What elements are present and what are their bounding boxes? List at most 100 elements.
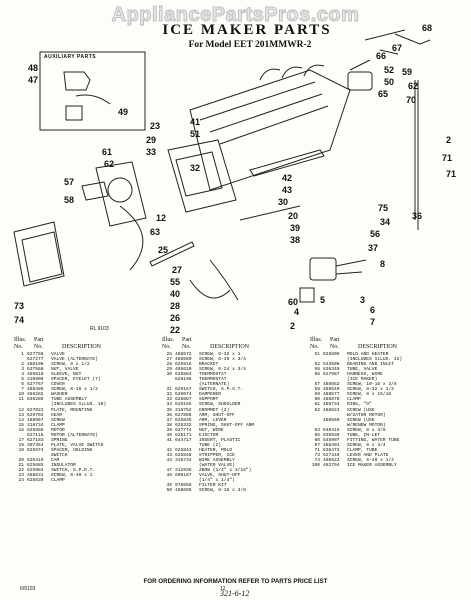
part-number: 627086 <box>175 412 192 418</box>
part-number: 312935 <box>175 468 192 474</box>
part-number: 488486 <box>27 387 44 393</box>
part-description: SCREW, 6-24 x 3/4 <box>199 367 246 373</box>
illus-number: 30 <box>166 372 172 378</box>
part-number: 488577 <box>323 392 340 398</box>
part-number: 627277 <box>27 357 44 363</box>
callout-number: 3 <box>360 295 366 305</box>
part-number: 627183 <box>27 437 44 443</box>
illus-number: 17 <box>18 437 24 443</box>
callout-number: 50 <box>384 77 395 87</box>
callout-number: 6 <box>370 305 376 315</box>
callout-number: 32 <box>190 163 201 173</box>
part-number: 627022 <box>27 407 44 413</box>
illus-number: 14 <box>18 417 24 423</box>
part-number: 836939 <box>323 432 340 438</box>
part-number: 625843 <box>175 447 192 453</box>
callout-number: 70 <box>406 95 417 105</box>
illus-number: 24 <box>18 478 24 484</box>
part-description: PLATE, MOUNTING <box>51 407 93 413</box>
part-number: 629157 <box>175 387 192 393</box>
illus-number: 36 <box>166 412 172 418</box>
part-description: WIRE ASSEMBLY <box>199 457 235 463</box>
document-code: 6/9103 <box>20 586 36 592</box>
callout-number: 51 <box>190 129 201 139</box>
illus-number: 42 <box>166 447 172 453</box>
part-description: THERMOSTAT <box>199 377 227 383</box>
part-description: SCREW (USE <box>347 407 375 413</box>
callout-number: 73 <box>14 301 25 311</box>
illus-number: 32 <box>166 392 172 398</box>
illus-number: 35 <box>166 407 172 413</box>
callout-number: 74 <box>14 315 25 325</box>
part-description: HARNESS, WIRE <box>347 372 383 378</box>
illus-number: 44 <box>166 457 172 463</box>
part-description: (ALTERNATE) <box>199 382 230 388</box>
part-description: SCREW, SHOULDER <box>199 402 241 408</box>
part-description: STRIPPER, ICE <box>199 452 235 458</box>
part-description: LEVER AND PLATE <box>347 452 389 458</box>
heading-no2: No. <box>182 343 191 350</box>
part-number: 625848 <box>175 452 192 458</box>
part-description: INSULATOR <box>51 463 76 469</box>
parts-row: TUBE (2) <box>162 443 312 448</box>
illus-number: 4 <box>21 372 24 378</box>
illus-number: 60 <box>314 397 320 403</box>
illus-number: 3 <box>21 367 24 373</box>
part-number: 488623 <box>323 407 340 413</box>
callout-number: 29 <box>146 135 157 145</box>
auxiliary-parts-box <box>39 51 146 131</box>
part-number: 625171 <box>175 432 192 438</box>
illus-number: 25 <box>166 352 172 357</box>
part-description: MOTOR (ALTERNATE) <box>51 432 98 438</box>
part-description: MOLD AND HEATER <box>347 352 389 357</box>
part-description: GROMMET (2) <box>199 407 230 413</box>
part-description: W/GATOR MOTOR) <box>347 412 386 418</box>
callout-number: 25 <box>158 245 169 255</box>
illus-number: 40 <box>166 432 172 438</box>
callout-number: 23 <box>150 121 161 131</box>
illus-number: 20 <box>18 457 24 463</box>
parts-row: (INCLUDES ILLUS. 42) <box>310 357 460 362</box>
part-description: (WATER VALVE) <box>199 463 235 469</box>
illus-number: 19 <box>18 447 24 453</box>
part-description: W/RENEW MOTOR) <box>347 422 386 428</box>
part-description: (ICE MAKER) <box>347 377 378 383</box>
heading-no: No. <box>310 343 319 350</box>
illus-number: 67 <box>314 442 320 448</box>
callout-number: 57 <box>64 177 75 187</box>
part-number: 625606 <box>323 352 340 357</box>
part-number: 836349 <box>323 367 340 373</box>
illus-number: 59 <box>314 392 320 398</box>
part-description: BEARING AND INLET <box>347 362 394 368</box>
part-description: VALVE (ALTERNATE) <box>51 357 98 363</box>
part-number: 625984 <box>27 468 44 474</box>
part-description: WASHER <box>51 392 68 398</box>
watermark: AppliancePartsPros.com <box>111 4 360 27</box>
callout-number: 34 <box>380 217 391 227</box>
part-description: SCREW, 8 x 1/2 <box>51 362 90 368</box>
part-number: 316734 <box>175 457 192 463</box>
parts-row: (ICE MAKER) <box>310 377 460 382</box>
part-description: SCREW, 8-32 x 1/4 <box>347 387 394 393</box>
callout-number: 62 <box>104 159 115 169</box>
part-description: TUBE, IN-LET <box>347 432 381 438</box>
